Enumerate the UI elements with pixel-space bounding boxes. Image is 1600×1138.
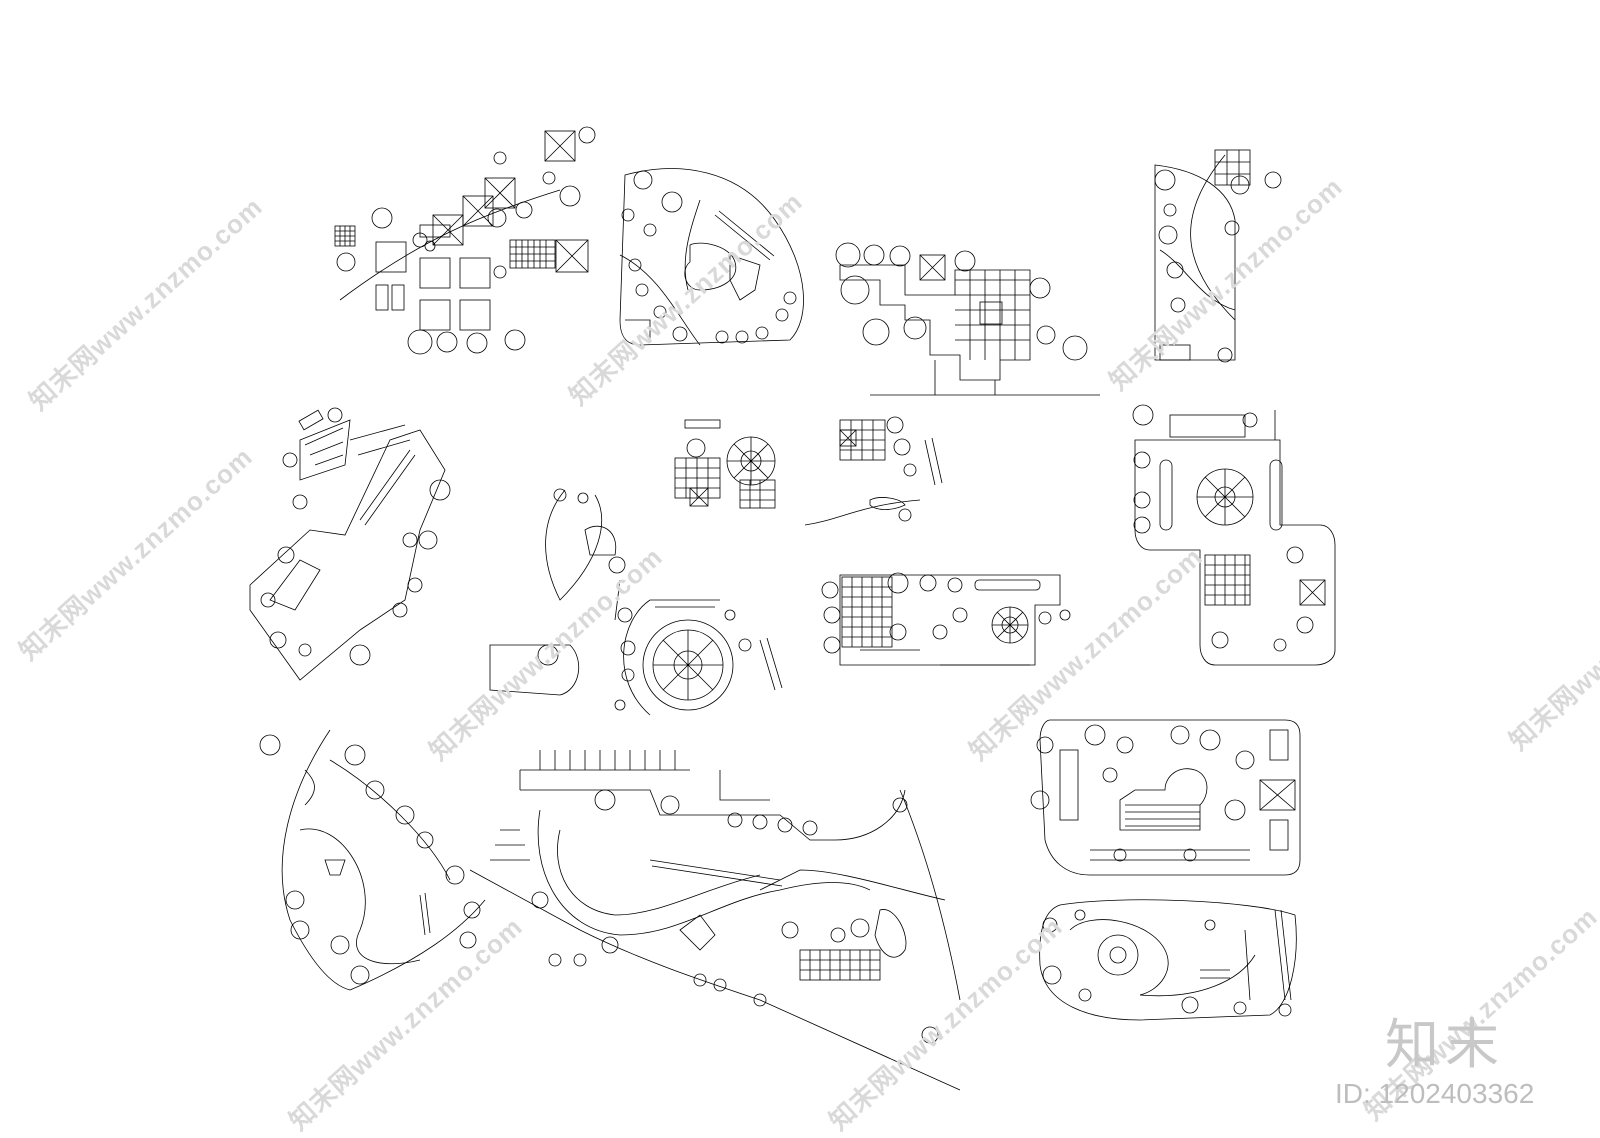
trees — [1030, 724, 1255, 862]
trees — [336, 126, 596, 355]
trees — [260, 407, 451, 666]
trees — [821, 572, 1071, 654]
trees — [886, 416, 917, 522]
trees — [1132, 404, 1314, 652]
plan-1-pavilion-courtyards — [334, 126, 596, 355]
plan-7-feature-garden — [674, 419, 776, 509]
trees — [531, 789, 939, 1044]
trees — [1154, 169, 1282, 363]
courtyard-modules — [375, 224, 491, 331]
paved-grid — [334, 225, 556, 269]
plan-13-pocket-park — [1030, 719, 1301, 876]
trees — [537, 488, 752, 711]
trees — [621, 170, 797, 344]
plan-3-stepped-plaza — [835, 242, 1100, 396]
trees — [835, 242, 1088, 361]
image-id-label: ID: 1202403362 — [1335, 1078, 1535, 1109]
pavilion-roofs — [432, 130, 589, 273]
plan-8-pond-garden — [804, 416, 943, 526]
plan-10-t-shaped-park — [1132, 404, 1336, 666]
plan-5-angled-linear-park — [249, 407, 451, 681]
plan-14-oval-park — [1039, 899, 1297, 1021]
brand-logo: 知末 — [1385, 1013, 1505, 1076]
plan-12-riverside-park — [469, 750, 961, 1091]
plan-6-circular-plaza — [489, 488, 783, 716]
trees — [259, 734, 481, 985]
plan-9-fountain-plaza — [821, 572, 1071, 666]
trees — [1042, 909, 1292, 1017]
plan-2-triangular-garden — [619, 168, 804, 346]
plan-11-curved-park — [259, 729, 486, 991]
plan-4-vertical-park — [1154, 149, 1282, 363]
